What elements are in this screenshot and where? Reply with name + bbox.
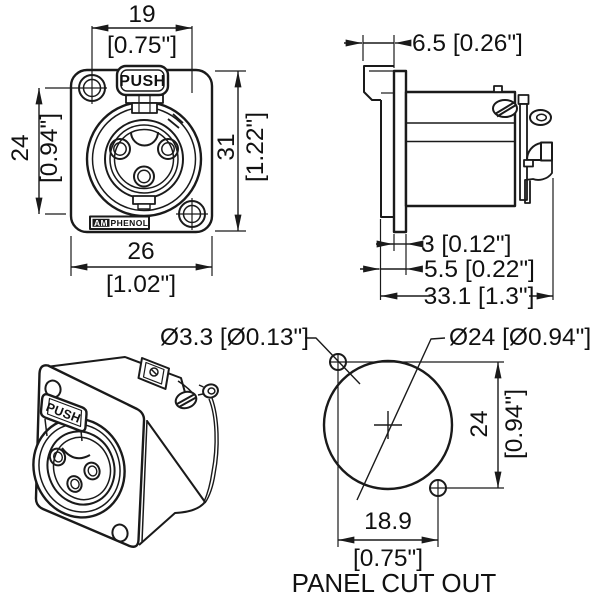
screw-hole-bottom-right xyxy=(429,479,447,497)
bezel-3d xyxy=(32,417,126,519)
brand-label-prefix: AM xyxy=(94,218,108,228)
dimension-right-31: 31 [1.22"] xyxy=(213,70,269,232)
panel-cutout-view: Ø3.3 [Ø0.13"] Ø24 [Ø0.94"] 24 [0.94"] 18… xyxy=(160,324,591,598)
dim-31-mm: 31 xyxy=(213,133,240,160)
dim-3: 3 [0.12"] xyxy=(421,231,511,258)
latch-tab-profile xyxy=(363,65,394,101)
cutout-dim-18-9-mm: 18.9 xyxy=(364,508,412,535)
mounting-hole-bottom-right xyxy=(176,198,208,230)
dimension-depth-5-5: 5.5 [0.22"] xyxy=(360,219,535,300)
dimension-total-33-1: 33.1 [1.3"] xyxy=(380,178,554,310)
latch-3d xyxy=(137,357,170,390)
dimension-bottom-26: 26 [1.02"] xyxy=(70,236,213,298)
front-view: PUSH AM PHENOL 19 [0.75"] 24 xyxy=(7,1,269,298)
mounting-hole-3d-bottom xyxy=(111,523,129,543)
dim-5-5: 5.5 [0.22"] xyxy=(424,256,535,283)
brand-label-suffix: PHENOL xyxy=(111,218,149,228)
perspective-view: PUSH xyxy=(32,356,219,548)
hinge-lines-3d xyxy=(44,418,83,442)
pin-holes-3d xyxy=(48,447,101,493)
dimension-left-24: 24 [0.94"] xyxy=(7,87,107,215)
dimension-top-19: 19 [0.75"] xyxy=(91,1,193,104)
dim-19-in: [0.75"] xyxy=(107,32,177,59)
latch-catch-marks xyxy=(167,113,184,129)
polarizing-notch xyxy=(130,131,159,147)
side-view: 6.5 [0.26"] 3 [0.12"] 5.5 [0.22"] 33.1 [… xyxy=(344,30,554,310)
screw-slot xyxy=(494,101,517,118)
main-hole-diameter-label: Ø24 [Ø0.94"] xyxy=(449,324,591,351)
hole-crosshair xyxy=(176,198,208,230)
center-crosshair xyxy=(374,411,402,439)
assembly-screw xyxy=(492,99,518,118)
polarizing-notch-3d xyxy=(61,447,91,460)
assembly-screw-3d xyxy=(174,390,198,410)
dim-6-5: 6.5 [0.26"] xyxy=(412,30,523,57)
front-shell-profile xyxy=(380,92,394,218)
pin-holes xyxy=(109,138,179,188)
ground-lug-3d xyxy=(197,383,219,399)
panel-cutout-caption: PANEL CUT OUT xyxy=(292,568,497,598)
bottom-slot xyxy=(132,195,156,210)
push-tab: PUSH xyxy=(115,64,170,97)
brand-plate: AM PHENOL xyxy=(89,215,150,230)
push-label: PUSH xyxy=(119,73,165,90)
dimension-protrusion-6-5: 6.5 [0.26"] xyxy=(344,30,523,68)
solder-contact xyxy=(523,141,553,204)
rear-insert xyxy=(517,94,530,201)
cutout-dim-24-in: [0.94"] xyxy=(501,389,528,459)
dim-31-in: [1.22"] xyxy=(242,112,269,182)
ground-lug xyxy=(529,109,552,126)
main-cutout-circle xyxy=(322,359,454,491)
latch-hinge xyxy=(125,94,164,114)
dimension-flange-3: 3 [0.12"] xyxy=(376,231,511,275)
dim-19-mm: 19 xyxy=(128,1,155,28)
cutout-dim-24-mm: 24 xyxy=(466,410,493,437)
cutout-dim-18-9-in: [0.75"] xyxy=(353,545,423,572)
leader-screw-hole xyxy=(305,337,361,385)
dimension-horizontal-18-9: 18.9 [0.75"] xyxy=(337,371,439,572)
dim-26-in: [1.02"] xyxy=(106,271,176,298)
body-seam-lines xyxy=(406,122,515,143)
top-key-bump xyxy=(493,85,503,93)
dim-33-1: 33.1 [1.3"] xyxy=(424,283,535,310)
dim-24-in: [0.94"] xyxy=(36,113,63,183)
dim-26-mm: 26 xyxy=(127,238,154,265)
dim-24-mm: 24 xyxy=(7,134,34,161)
contact-wire xyxy=(203,398,216,503)
leader-main-hole xyxy=(356,337,446,501)
dimension-vertical-24: 24 [0.94"] xyxy=(346,361,528,489)
flange-plate xyxy=(392,69,408,234)
screw-hole-diameter-label: Ø3.3 [Ø0.13"] xyxy=(160,324,309,351)
